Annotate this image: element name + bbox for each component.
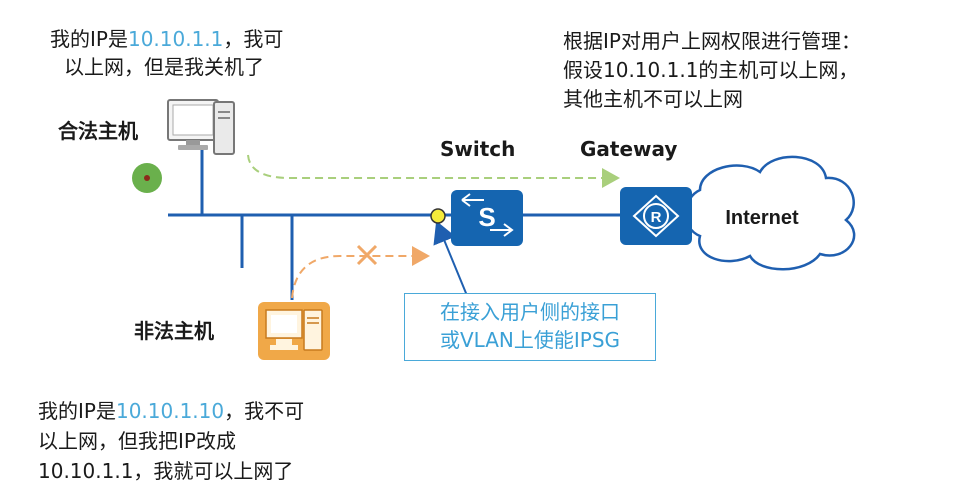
switch-glyph: S (478, 202, 495, 232)
legal-host-ip: 10.10.1.1 (127, 27, 224, 51)
computer-icon (258, 302, 330, 360)
callout-pointer (433, 220, 469, 299)
gateway-note-line2: 假设10.10.1.1的主机可以上网， (563, 58, 859, 82)
power-off-dot-icon (132, 163, 162, 193)
switch-label: Switch (440, 137, 516, 161)
illegal-path-arrow (291, 246, 430, 299)
gateway-note-line1: 根据IP对用户上网权限进行管理： (563, 29, 861, 53)
gateway-label: Gateway (580, 137, 678, 161)
callout-line2: 或VLAN上使能IPSG (439, 328, 621, 352)
illegal-host-message-line2: 以上网，但我把IP改成 (38, 429, 236, 453)
switch-icon (451, 190, 523, 246)
ipsg-callout: 在接入用户侧的接口 或VLAN上使能IPSG (404, 293, 656, 361)
internet-label: Internet (725, 207, 799, 229)
router-icon (620, 187, 692, 245)
illegal-host-label: 非法主机 (134, 319, 214, 343)
computer-icon (167, 99, 235, 155)
illegal-host-message-line1: 我的IP是10.10.1.10，我不可 (38, 399, 305, 423)
illegal-host-message-line3: 10.10.1.1，我就可以上网了 (38, 459, 294, 483)
interface-dot-icon (430, 208, 446, 224)
gateway-note-line3: 其他主机不可以上网 (563, 87, 743, 111)
callout-line1: 在接入用户侧的接口 (440, 300, 620, 324)
internet-cloud-icon (684, 155, 856, 271)
router-glyph: R (651, 209, 662, 226)
illegal-host-ip: 10.10.1.10 (115, 399, 225, 423)
legal-host-message-line1: 我的IP是10.10.1.1，我可 (50, 27, 284, 51)
legal-host-message-line2: 以上网，但是我关机了 (64, 55, 264, 79)
legal-path-arrow (247, 154, 620, 188)
cross-icon (356, 244, 378, 266)
legal-host-label: 合法主机 (58, 119, 138, 143)
